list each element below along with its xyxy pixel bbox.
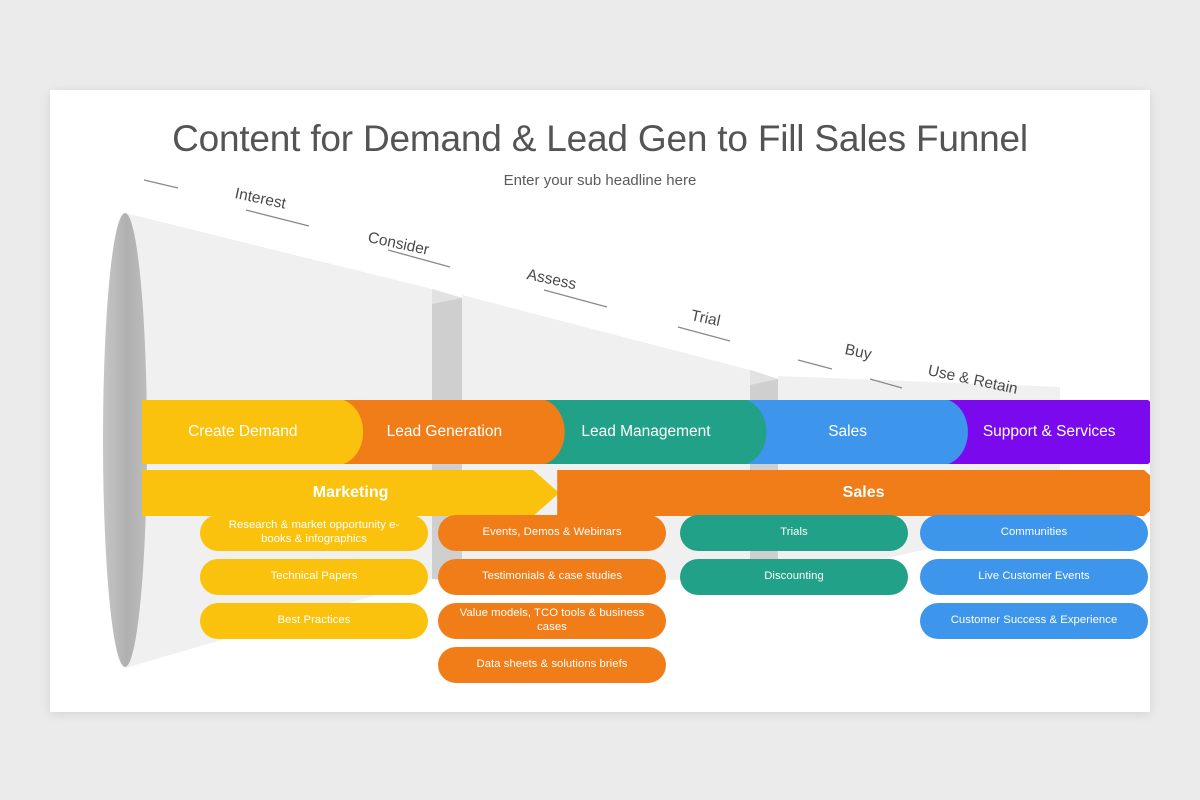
content-pill-label: Live Customer Events: [978, 570, 1090, 583]
content-pill-label: Trials: [780, 526, 808, 539]
content-pill[interactable]: Research & market opportunity e-books & …: [200, 515, 428, 551]
content-pill-label: Value models, TCO tools & business cases: [459, 607, 645, 633]
funnel-mouth: [103, 213, 147, 667]
content-pill[interactable]: Testimonials & case studies: [438, 559, 666, 595]
stage-chevron-0[interactable]: [142, 400, 364, 464]
content-pill-label: Technical Papers: [270, 570, 358, 583]
content-pill[interactable]: Customer Success & Experience: [920, 603, 1148, 639]
slide-card: Content for Demand & Lead Gen to Fill Sa…: [50, 90, 1150, 712]
department-arrow-0[interactable]: [142, 470, 560, 516]
funnel-joint-2-bevel: [750, 370, 778, 385]
content-pill-label: Best Practices: [277, 614, 351, 627]
content-pill[interactable]: Communities: [920, 515, 1148, 551]
content-pill-label: Events, Demos & Webinars: [482, 526, 622, 539]
content-pill[interactable]: Value models, TCO tools & business cases: [438, 603, 666, 639]
content-pill-label: Communities: [1000, 526, 1068, 539]
content-pill[interactable]: Best Practices: [200, 603, 428, 639]
department-arrow-1[interactable]: [557, 470, 1150, 516]
stage-chevron-band: Create Demand Lead Generation Lead Manag…: [142, 400, 1150, 464]
stage-chevron-2[interactable]: [545, 400, 767, 464]
content-pill-label: Discounting: [764, 570, 824, 583]
department-arrow-shapes: [142, 470, 1150, 516]
content-column-create-demand: Research & market opportunity e-books & …: [200, 515, 428, 647]
content-pill-label: Customer Success & Experience: [950, 614, 1118, 627]
content-pill-label: Research & market opportunity e-books & …: [228, 519, 400, 545]
content-pill-label: Testimonials & case studies: [481, 570, 623, 583]
content-pill-label: Data sheets & solutions briefs: [476, 658, 628, 671]
content-pill[interactable]: Events, Demos & Webinars: [438, 515, 666, 551]
content-pill[interactable]: Discounting: [680, 559, 908, 595]
content-pill[interactable]: Technical Papers: [200, 559, 428, 595]
page-subtitle: Enter your sub headline here: [503, 172, 697, 189]
content-pill[interactable]: Live Customer Events: [920, 559, 1148, 595]
content-columns: Research & market opportunity e-books & …: [142, 515, 1150, 705]
department-band: Marketing Sales: [142, 470, 1150, 516]
stage-chevron-shapes: [142, 400, 1150, 464]
stage-chevron-1[interactable]: [343, 400, 565, 464]
content-pill[interactable]: Trials: [680, 515, 908, 551]
content-pill[interactable]: Data sheets & solutions briefs: [438, 647, 666, 683]
stage-chevron-4[interactable]: [948, 400, 1150, 464]
page-title: Content for Demand & Lead Gen to Fill Sa…: [172, 118, 1028, 159]
journey-guideline: [143, 179, 903, 389]
funnel-joint-1-bevel: [432, 289, 462, 304]
stage-chevron-3[interactable]: [746, 400, 968, 464]
